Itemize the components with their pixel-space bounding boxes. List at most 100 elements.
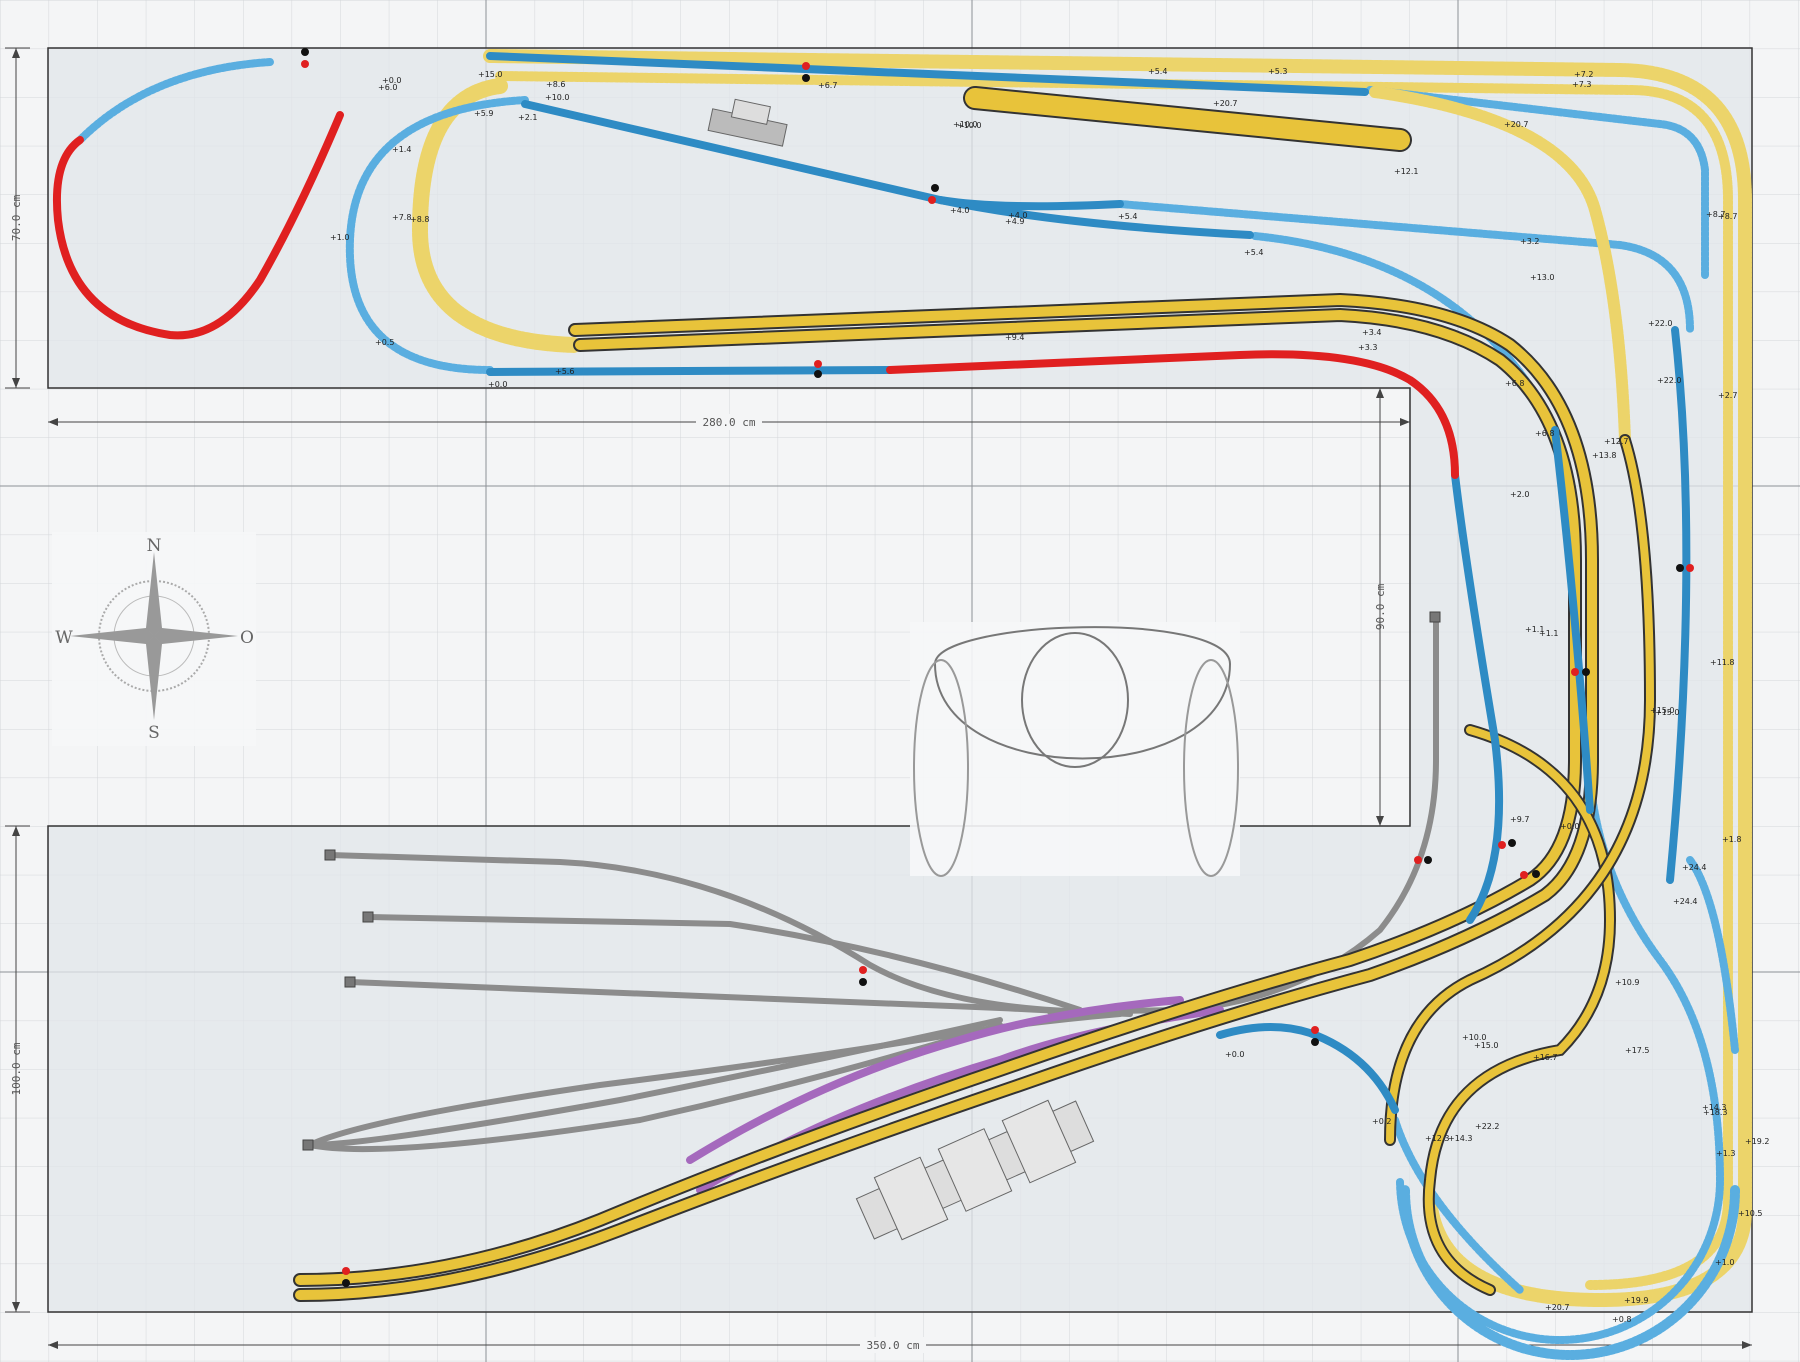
track-blue-right-2 (1551, 426, 1594, 814)
height-label: +0.0 (1560, 822, 1579, 831)
height-label: +5.4 (1118, 212, 1137, 221)
height-label: +22.0 (1657, 376, 1682, 385)
armchair-drawing (910, 622, 1240, 877)
height-label: +4.0 (1008, 211, 1027, 220)
dimension-arrows (12, 48, 1752, 1349)
track-blue-top (486, 52, 1369, 96)
height-label: +6.8 (1505, 379, 1524, 388)
height-label: +1.1 (1539, 629, 1558, 638)
track-blue-right-descent (1451, 471, 1504, 924)
height-label: +15.0 (1474, 1041, 1499, 1050)
track-hidden-helix-outer (1400, 1185, 1740, 1360)
height-label: +0.0 (488, 380, 507, 389)
track-hidden-blue-top (1366, 86, 1709, 279)
height-label: +9.4 (1005, 333, 1024, 342)
track-hidden-blue-east (1686, 856, 1739, 1054)
height-label: +10.5 (1738, 1209, 1763, 1218)
height-label: +13.8 (1592, 451, 1617, 460)
track-blue-lower (486, 366, 894, 376)
dim-opening-depth: 90.0 cm (1374, 583, 1387, 630)
height-label: +7.2 (1574, 70, 1593, 79)
height-label: +20.7 (1504, 120, 1529, 129)
height-label: +19.2 (1745, 1137, 1770, 1146)
track-yellow-right (1386, 436, 1655, 1144)
track-hidden-yellow-right (1369, 86, 1631, 446)
track-red-1 (886, 350, 1459, 479)
height-label: +15.0 (478, 70, 503, 79)
visible-tracks (52, 52, 1691, 1302)
height-label: +1.8 (1722, 835, 1741, 844)
height-label: +5.3 (1268, 67, 1287, 76)
building-small (707, 98, 788, 147)
dim-bottom-width: 350.0 cm (867, 1339, 920, 1352)
height-label: +6.8 (1535, 429, 1554, 438)
height-label: +8.6 (546, 80, 565, 89)
height-label: +14.3 (1448, 1134, 1473, 1143)
height-label: +7.8 (392, 213, 411, 222)
compass-south: S (148, 723, 160, 743)
track-hidden-blue-left (345, 96, 529, 374)
height-label: +5.4 (1148, 67, 1167, 76)
track-hidden-helix (1396, 776, 1725, 1344)
bumper-4 (344, 976, 356, 988)
height-label: +0.8 (1612, 1315, 1631, 1324)
dim-bottom-depth: 100.0 cm (10, 1042, 23, 1095)
height-label: +8.8 (410, 215, 429, 224)
height-label: +1.4 (392, 145, 411, 154)
height-label: +12.7 (1604, 437, 1629, 446)
height-label: +3.4 (1362, 328, 1381, 337)
height-label: +10.9 (1615, 978, 1640, 987)
height-label: +22.2 (1475, 1122, 1500, 1131)
height-label: +4.0 (950, 206, 969, 215)
compass-rose: N S W O (52, 532, 256, 746)
track-blue-diag-2 (936, 196, 1254, 239)
bumper-1 (1429, 611, 1441, 623)
height-label: +10.0 (545, 93, 570, 102)
height-label: +8.7 (1718, 212, 1737, 221)
height-label: +10.0 (1462, 1033, 1487, 1042)
height-label: +1.3 (1716, 1149, 1735, 1158)
compass-east: O (240, 628, 254, 648)
height-label: +0.5 (375, 338, 394, 347)
dim-top-width: 280.0 cm (703, 416, 756, 429)
compass-north: N (147, 536, 162, 556)
height-label: +20.7 (1545, 1303, 1570, 1312)
height-label: +13.0 (1530, 273, 1555, 282)
track-hidden-yellow-loop (411, 78, 583, 353)
height-label: +18.3 (1703, 1108, 1728, 1117)
track-blue-branch (1216, 1023, 1399, 1114)
height-label: +14.3 (1702, 1103, 1727, 1112)
height-label: +6.0 (378, 83, 397, 92)
height-label: +6.7 (818, 81, 837, 90)
height-label: +0.0 (382, 76, 401, 85)
height-label: +8.7 (1706, 210, 1725, 219)
height-label: +10.0 (953, 120, 978, 129)
height-label: +5.6 (555, 367, 574, 376)
track-hidden-blue-mid (1116, 200, 1694, 334)
track-gray-branch (1047, 615, 1439, 1015)
height-label: +5.9 (474, 109, 493, 118)
height-label: +1.0 (1715, 1258, 1734, 1267)
track-gray-fan-2 (307, 1017, 1003, 1148)
track-purple-2 (686, 996, 1184, 1164)
height-label: +3.2 (1520, 237, 1539, 246)
bumper-3 (362, 911, 374, 923)
height-label: +17.5 (1625, 1046, 1650, 1055)
signals (301, 48, 1694, 1287)
bumper-5 (302, 1139, 314, 1151)
track-hidden-blue-nw (76, 58, 274, 144)
height-label: +1.1 (1525, 625, 1544, 634)
height-label: +7.3 (1572, 80, 1591, 89)
track-yellow-upper (965, 88, 1410, 150)
track-gray-fan-3 (307, 1022, 1003, 1153)
track-red-2 (52, 111, 344, 340)
track-yellow-main-2 (295, 294, 1597, 1300)
dim-top-depth: 70.0 cm (10, 194, 23, 241)
height-label: +24.4 (1673, 897, 1698, 906)
height-label: +4.9 (1005, 217, 1024, 226)
height-labels: +15.0+6.0+0.0+10.0+8.6+2.1+1.4+1.0+7.8+8… (330, 67, 1770, 1324)
track-yellow-helix (1424, 726, 1615, 1294)
track-bumpers (302, 611, 1441, 1151)
track-yellow-main (295, 309, 1580, 1285)
